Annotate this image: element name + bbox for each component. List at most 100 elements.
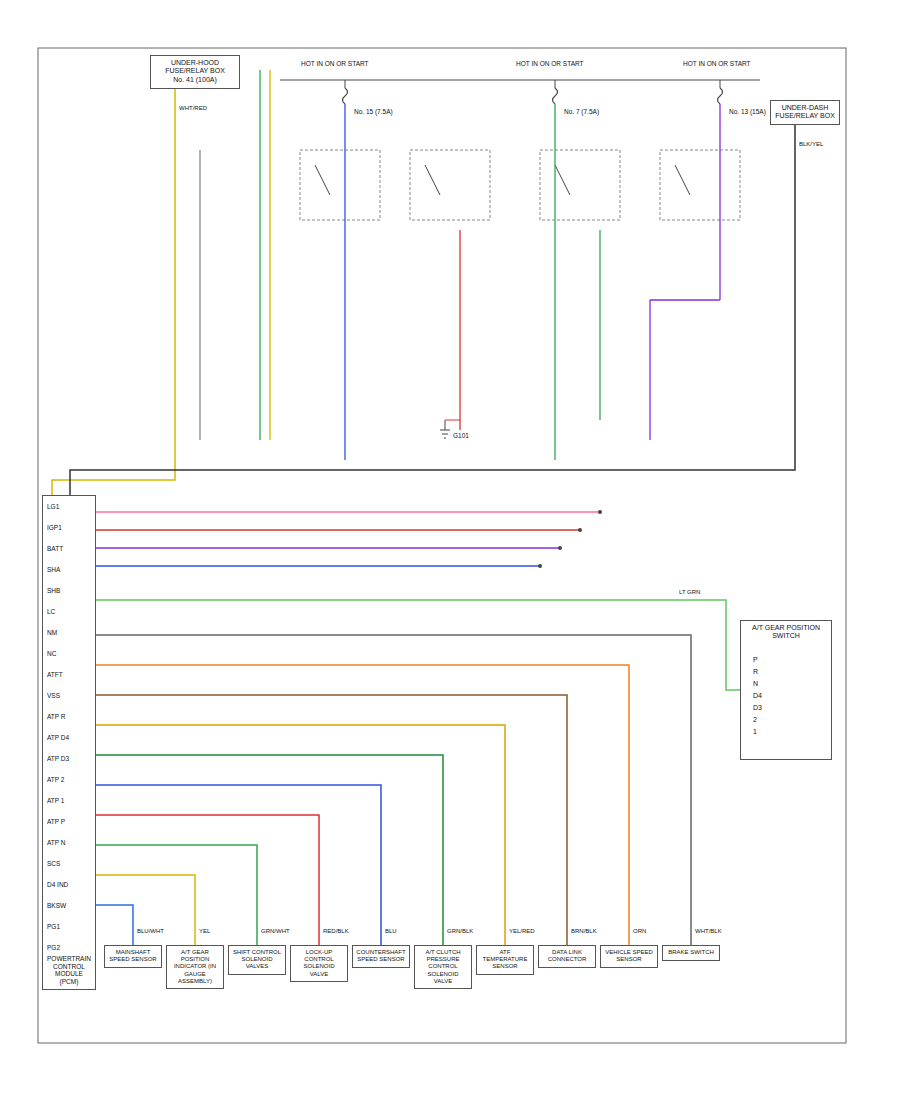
wire-connector: [96, 665, 629, 945]
wire-color-label: BLK/YEL: [798, 141, 824, 148]
wire-connector: [96, 815, 319, 945]
gear-position: D3: [752, 704, 763, 712]
pin-name: ATFT: [46, 671, 64, 678]
node-text: UNDER-HOOD FUSE/RELAY BOX: [154, 59, 236, 76]
wire: [96, 511, 600, 512]
node-text: BRAKE SWITCH: [666, 949, 716, 956]
wire-color-label: YEL/RED: [508, 928, 536, 935]
pin-name: ATP N: [46, 839, 67, 846]
pin-name: LC: [46, 608, 56, 615]
wire: [555, 80, 556, 88]
wire-color-label: WHT/BLK: [694, 928, 723, 935]
ground-symbol: [444, 438, 446, 439]
relay-outline: [410, 150, 490, 220]
gear-position: 2: [752, 716, 758, 724]
node-text: MAINSHAFT SPEED SENSOR: [108, 949, 158, 963]
power-note: HOT IN ON OR START: [300, 60, 370, 67]
wire: [445, 420, 460, 421]
wire-connector: [96, 600, 740, 690]
wire-color-label: BRN/BLK: [570, 928, 598, 935]
wire: [720, 80, 721, 88]
splice-dot: [538, 564, 542, 568]
wire-connector: [96, 725, 505, 945]
wire-color-label: RED/BLK: [322, 928, 350, 935]
wire-color-label: YEL: [198, 928, 211, 935]
fuse-symbol: [343, 88, 348, 104]
component-box: ATF TEMPERATURE SENSOR: [476, 945, 534, 975]
node-text: A/T GEAR POSITION SWITCH: [744, 624, 828, 641]
wire: [719, 104, 720, 300]
gear-position: R: [752, 668, 759, 676]
component-box: BRAKE SWITCH: [662, 945, 720, 961]
component-box: COUNTERSHAFT SPEED SENSOR: [352, 945, 410, 968]
fuse-symbol: [718, 88, 723, 104]
component-box: A/T GEAR POSITION INDICATOR (IN GAUGE AS…: [166, 945, 224, 989]
wire-color-label: LT GRN: [678, 589, 701, 596]
wire: [599, 230, 600, 420]
wire-color-label: BLU/WHT: [136, 928, 165, 935]
pin-name: BATT: [46, 545, 64, 552]
relay-outline: [540, 150, 620, 220]
node-text: ATF TEMPERATURE SENSOR: [480, 949, 530, 971]
pin-name: ATP R: [46, 713, 67, 720]
wire: [459, 230, 460, 430]
pin-name: NM: [46, 629, 58, 636]
node-text: POWERTRAIN CONTROL MODULE (PCM): [46, 955, 92, 986]
wire-connector: [70, 125, 795, 495]
wire-connector: [96, 635, 691, 945]
wire: [345, 80, 346, 88]
wire-color-label: GRN/WHT: [260, 928, 291, 935]
wire-connector: [96, 695, 567, 945]
wire: [649, 300, 650, 440]
relay-switch: [555, 165, 570, 195]
wire: [650, 299, 720, 300]
relay-switch: [425, 165, 440, 195]
pin-name: SHB: [46, 587, 61, 594]
relay-outline: [300, 150, 380, 220]
ground-symbol: [445, 420, 446, 430]
pin-name: ATP P: [46, 818, 66, 825]
component-box: SHIFT CONTROL SOLENOID VALVES: [228, 945, 286, 975]
wire-color-label: GRN/BLK: [446, 928, 474, 935]
wire-connector: [96, 905, 133, 945]
ground-name: G101: [452, 432, 470, 439]
power-note: HOT IN ON OR START: [682, 60, 752, 67]
wire-color-label: BLU: [384, 928, 398, 935]
wire-connector: [96, 875, 195, 945]
diagram-frame: [38, 48, 846, 1043]
power-bus: [280, 80, 760, 81]
splice-dot: [598, 510, 602, 514]
fuse-rating: No. 7 (7.5A): [563, 108, 600, 115]
relay-switch: [315, 165, 330, 195]
pin-name: ATP 1: [46, 797, 65, 804]
wire-connector: [96, 845, 257, 945]
wire-color-label: ORN: [632, 928, 647, 935]
splice-dot: [578, 528, 582, 532]
pin-name: PG1: [46, 923, 61, 930]
node-text: VEHICLE SPEED SENSOR: [604, 949, 654, 963]
component-box: LOCK-UP CONTROL SOLENOID VALVE: [290, 945, 348, 982]
gear-position: P: [752, 656, 759, 664]
node-text: UNDER-DASH FUSE/RELAY BOX: [774, 104, 836, 121]
component-box: A/T CLUTCH PRESSURE CONTROL SOLENOID VAL…: [414, 945, 472, 989]
pin-name: IGP1: [46, 524, 63, 531]
fuse-box: UNDER-DASH FUSE/RELAY BOX: [770, 100, 840, 125]
wire: [259, 70, 260, 440]
pin-name: NC: [46, 650, 57, 657]
pin-name: SHA: [46, 566, 61, 573]
wire: [96, 565, 540, 566]
node-text: SHIFT CONTROL SOLENOID VALVES: [232, 949, 282, 971]
node-text: COUNTERSHAFT SPEED SENSOR: [356, 949, 406, 963]
splice-dot: [558, 546, 562, 550]
gear-position: D4: [752, 692, 763, 700]
node-text: No. 41 (100A): [154, 76, 236, 84]
wire-connector: [96, 785, 381, 945]
fuse-symbol: [553, 88, 558, 104]
node-text: A/T CLUTCH PRESSURE CONTROL SOLENOID VAL…: [418, 949, 468, 985]
wire-connector: [96, 755, 443, 945]
fuse-rating: No. 15 (7.5A): [353, 108, 394, 115]
pin-name: SCS: [46, 860, 61, 867]
pin-name: ATP D4: [46, 734, 70, 741]
